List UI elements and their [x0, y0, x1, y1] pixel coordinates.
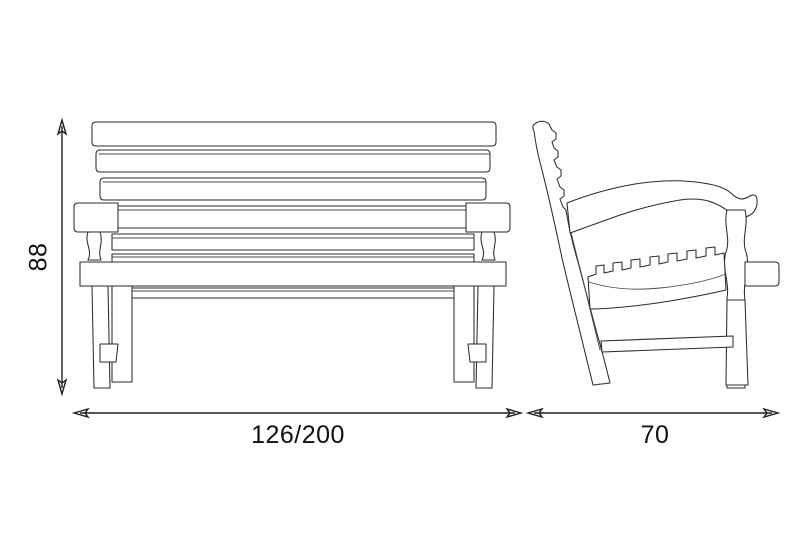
width-arrow-left: [71, 407, 90, 419]
left-armrest: [74, 203, 118, 232]
right-rear-leg: [476, 286, 494, 388]
backrest-slat-2: [96, 150, 490, 172]
rear-leg-foot: [592, 382, 611, 386]
top-cap-rail: [92, 122, 496, 146]
depth-dim-label: 70: [641, 421, 670, 449]
dimension-width: 126/200: [71, 407, 524, 449]
side-profile-view: [533, 121, 779, 388]
dimension-height: 88: [25, 117, 68, 397]
notched-seat-slats: [588, 247, 726, 309]
left-armrest-support: [87, 232, 101, 260]
seat-underside-curve: [588, 273, 727, 290]
scrolled-armrest: [567, 181, 757, 233]
depth-arrow-right: [762, 407, 781, 419]
backrest-slat-3: [100, 178, 486, 200]
height-arrow-top: [56, 117, 68, 136]
front-elevation-view: [74, 122, 510, 388]
curved-back-post: [533, 121, 610, 385]
curved-front-leg: [726, 300, 748, 385]
seat-slat-1: [112, 234, 474, 250]
seat-slat-4: [112, 288, 474, 298]
right-front-leg: [454, 286, 474, 382]
left-stretcher-joint: [100, 344, 118, 362]
seat-rail-tenon: [745, 262, 779, 286]
height-dim-label: 88: [25, 243, 53, 272]
backrest-slat-4: [104, 206, 482, 228]
right-armrest-support: [481, 232, 495, 260]
right-armrest: [466, 203, 510, 232]
width-dim-label: 126/200: [251, 421, 345, 449]
dimension-depth: 70: [525, 407, 781, 449]
right-stretcher-joint: [468, 344, 486, 362]
height-arrow-bottom: [56, 378, 68, 397]
depth-arrow-left: [525, 407, 544, 419]
side-stretcher: [601, 336, 733, 352]
left-front-leg: [112, 286, 132, 382]
left-rear-leg: [92, 286, 110, 388]
front-seat-rail: [80, 262, 506, 286]
width-arrow-right: [505, 407, 524, 419]
